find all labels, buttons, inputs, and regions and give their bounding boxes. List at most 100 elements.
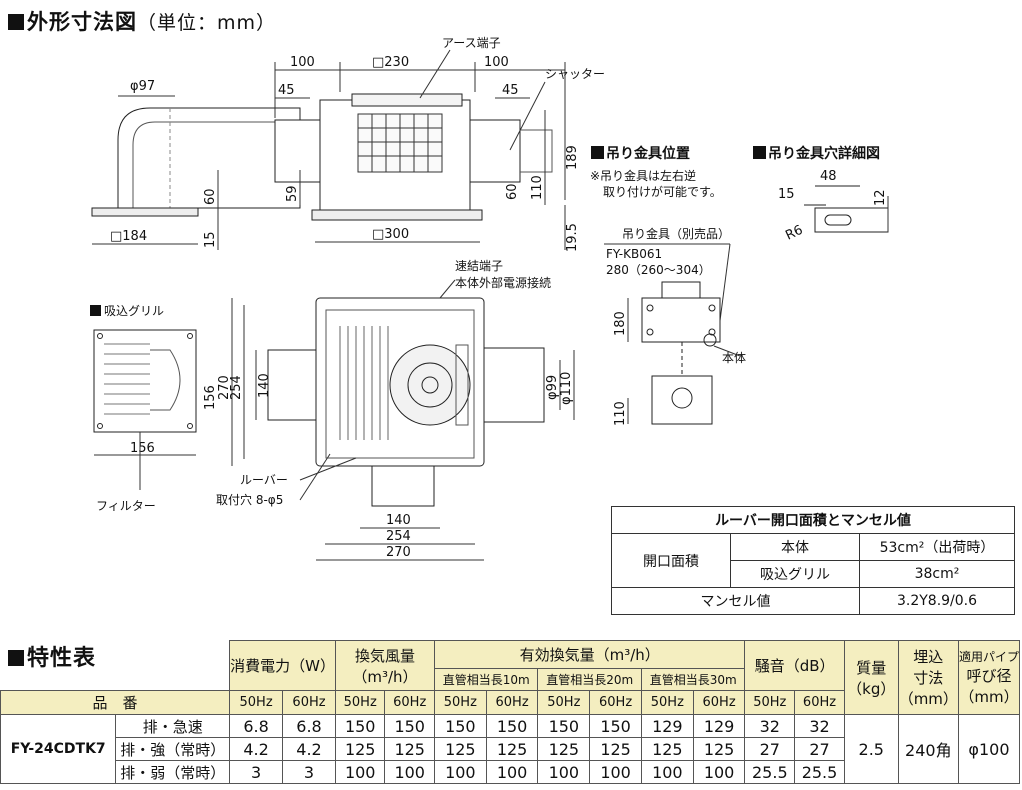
hz-60: 60Hz — [794, 690, 845, 715]
cell: 100 — [433, 760, 487, 784]
dim-phi110: φ110 — [559, 372, 574, 405]
dim-plan-254: 254 — [229, 375, 244, 400]
label-mount-hole: 取付穴 8-φ5 — [216, 492, 283, 507]
header-embed: 埋込寸法（mm） — [897, 640, 959, 715]
hanger-position: 吊り金具位置 ※吊り金具は左右逆 取り付けが可能です。 吊り金具（別売品） FY… — [590, 145, 746, 426]
dim-60-a: 60 — [203, 188, 218, 205]
outline-title: 外形寸法図（単位：mm） — [8, 6, 276, 36]
cell: 100 — [589, 760, 642, 784]
cell: 27 — [744, 737, 796, 761]
dim-hole-48: 48 — [820, 169, 837, 184]
cell: 125 — [589, 737, 642, 761]
label-body: 本体 — [722, 351, 746, 365]
cell: 4.2 — [282, 737, 336, 761]
dim-hole-12: 12 — [873, 189, 888, 206]
hz-60: 60Hz — [692, 690, 746, 715]
model-number: FY-24CDTK7 — [0, 714, 117, 784]
body-label: 本体 — [730, 533, 860, 561]
cell: 100 — [485, 760, 539, 784]
dim-sq184: □184 — [110, 229, 147, 244]
row-mode: 排・強（常時） — [115, 737, 231, 761]
cell: 125 — [334, 737, 386, 761]
spec-table: 消費電力（W） 換気風量（m³/h） 有効換気量（m³/h） 騒音（dB） 質量… — [0, 640, 1021, 784]
dim-plan-270-h: 270 — [386, 545, 411, 560]
hz-50: 50Hz — [640, 690, 694, 715]
outline-drawing: φ97 100 □230 100 45 45 □184 □300 60 15 5… — [90, 36, 889, 561]
square-bullet-icon — [90, 305, 101, 316]
table-row: 排・弱（常時） 3 3 100 100 100 100 100 100 100 … — [1, 760, 1020, 784]
hz-50: 50Hz — [537, 690, 591, 715]
label-power-conn: 本体外部電源接続 — [455, 275, 551, 290]
dim-45-right: 45 — [502, 83, 519, 98]
dim-hole-15: 15 — [778, 187, 795, 202]
cell: 3 — [229, 760, 284, 784]
side-view: φ97 100 □230 100 45 45 □184 □300 60 15 5… — [91, 36, 605, 252]
hanger-pos-title: 吊り金具位置 — [606, 145, 690, 162]
dim-hanger-180: 180 — [613, 311, 628, 336]
table-row: FY-24CDTK7 排・急速 6.8 6.8 150 150 150 150 … — [0, 714, 1021, 784]
mass-value: 2.5 — [843, 714, 899, 784]
dim-grille-156-h: 156 — [130, 441, 155, 456]
cell: 32 — [744, 714, 796, 738]
body-value: 53cm²（出荷時） — [859, 533, 1015, 561]
hz-60: 60Hz — [282, 690, 336, 715]
cell: 100 — [537, 760, 591, 784]
cell: 100 — [640, 760, 694, 784]
label-louver: ルーバー — [240, 473, 288, 487]
dim-sq300: □300 — [372, 227, 409, 242]
label-filter: フィルター — [96, 499, 156, 513]
cell: 150 — [334, 714, 386, 738]
cell: 129 — [692, 714, 746, 738]
plan-view: 156 270 254 140 φ99 φ110 140 254 270 速結端… — [203, 259, 575, 561]
dim-110: 110 — [530, 175, 545, 200]
munsell-value: 3.2Y8.9/0.6 — [859, 587, 1015, 615]
hz-50: 50Hz — [334, 690, 386, 715]
header-mass: 質量（kg） — [843, 640, 899, 715]
hz-60: 60Hz — [589, 690, 642, 715]
label-earth-terminal: アース端子 — [442, 36, 501, 50]
header-effective: 有効換気量（m³/h） — [433, 640, 746, 669]
louver-title: ルーバー開口面積とマンセル値 — [611, 506, 1015, 534]
cell: 150 — [589, 714, 642, 738]
cell: 25.5 — [744, 760, 796, 784]
square-bullet-icon — [591, 146, 604, 159]
dim-59: 59 — [285, 185, 300, 202]
grille-value: 38cm² — [859, 560, 1015, 588]
row-mode: 排・急速 — [115, 714, 231, 738]
pipe-value: φ100 — [957, 714, 1021, 784]
label-shutter: シャッター — [545, 67, 605, 81]
hz-60: 60Hz — [485, 690, 539, 715]
cell: 150 — [384, 714, 435, 738]
cell: 100 — [384, 760, 435, 784]
cell: 25.5 — [794, 760, 845, 784]
dim-60-b: 60 — [505, 183, 520, 200]
louver-table: ルーバー開口面積とマンセル値 開口面積 本体 53cm²（出荷時） 吸込グリル … — [611, 506, 1015, 615]
label-hanger-size: 280（260〜304） — [606, 263, 711, 277]
row-mode: 排・弱（常時） — [115, 760, 231, 784]
cell: 125 — [537, 737, 591, 761]
cell: 6.8 — [282, 714, 336, 738]
hz-60: 60Hz — [384, 690, 435, 715]
table-row: 排・強（常時） 4.2 4.2 125 125 125 125 125 125 … — [1, 737, 1020, 761]
dim-phi99: φ99 — [545, 375, 560, 400]
opening-area-label: 開口面積 — [611, 533, 731, 588]
dim-plan-156: 156 — [203, 385, 218, 410]
cell: 100 — [692, 760, 746, 784]
dim-plan-270: 270 — [217, 375, 232, 400]
header-straight10: 直管相当長10m — [433, 668, 539, 691]
cell: 150 — [485, 714, 539, 738]
cell: 125 — [485, 737, 539, 761]
header-noise: 騒音（dB） — [744, 640, 845, 691]
dim-19-5: 19.5 — [565, 223, 580, 252]
dim-45-left: 45 — [278, 83, 295, 98]
munsell-label: マンセル値 — [611, 587, 860, 615]
dim-189: 189 — [565, 145, 580, 170]
header-airflow: 換気風量（m³/h） — [334, 640, 435, 691]
header-straight30: 直管相当長30m — [640, 668, 746, 691]
cell: 32 — [794, 714, 845, 738]
label-quick-terminal: 速結端子 — [455, 259, 503, 273]
dim-plan-140: 140 — [257, 373, 272, 398]
grille-label: 吸込グリル — [730, 560, 860, 588]
dim-100-left: 100 — [290, 55, 315, 70]
header-power: 消費電力（W） — [229, 640, 336, 691]
